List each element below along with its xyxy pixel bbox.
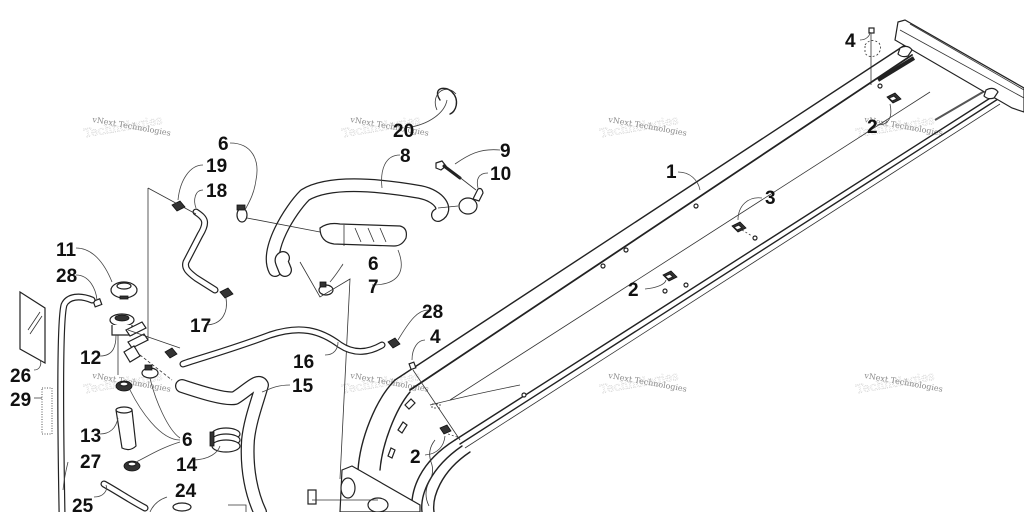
watermark: Technologies vNext Technologies <box>854 369 943 397</box>
hose-clip-10 <box>437 175 484 215</box>
callout-14[interactable]: 14 <box>176 455 198 476</box>
watermark: Technologies vNext Technologies <box>82 113 171 141</box>
callout-3[interactable]: 3 <box>765 188 776 209</box>
hose-sleeve-7 <box>319 222 407 247</box>
callout-11[interactable]: 11 <box>56 240 77 261</box>
callout-7[interactable]: 7 <box>368 277 379 298</box>
callout-26[interactable]: 26 <box>10 366 31 387</box>
callout-9[interactable]: 9 <box>500 141 511 162</box>
callout-2[interactable]: 2 <box>410 447 421 468</box>
callout-6[interactable]: 6 <box>218 134 229 155</box>
leader-lines <box>33 31 892 512</box>
watermark: Technologies vNext Technologies <box>598 369 687 397</box>
callout-2[interactable]: 2 <box>628 280 639 301</box>
tube-25 <box>100 480 149 512</box>
callout-4[interactable]: 4 <box>845 31 856 52</box>
screw-4-low <box>408 361 461 441</box>
callout-20[interactable]: 20 <box>393 121 414 142</box>
clip-nut-2-mid <box>662 270 678 282</box>
hose-spring-14 <box>209 427 241 453</box>
hose-clamp-6-b <box>299 261 351 480</box>
screw-4-top <box>864 27 881 85</box>
callout-13[interactable]: 13 <box>80 426 101 447</box>
hose-clamp-6-e <box>123 460 141 472</box>
hose-clamp-6-d <box>115 380 133 392</box>
callout-16[interactable]: 16 <box>293 352 314 373</box>
clamp-28-right <box>387 337 401 349</box>
callout-8[interactable]: 8 <box>400 146 411 167</box>
hose-13 <box>115 406 137 451</box>
tunnel-cooler-rail <box>307 19 1024 512</box>
hose-18 <box>182 208 219 294</box>
callout-25[interactable]: 25 <box>72 496 94 512</box>
callout-17[interactable]: 17 <box>190 316 211 337</box>
callout-27[interactable]: 27 <box>80 452 101 473</box>
callout-labels: 1 2 2 2 3 4 4 6 6 6 7 8 9 10 11 12 13 14… <box>10 31 878 512</box>
hose-clamp-6-a <box>236 204 321 233</box>
bleed-hose-16 <box>179 326 386 368</box>
callout-4[interactable]: 4 <box>430 327 441 348</box>
callout-1[interactable]: 1 <box>666 162 677 183</box>
clip-nut-2-low <box>439 424 461 439</box>
callout-15[interactable]: 15 <box>292 376 314 397</box>
clip-nut-3 <box>731 221 753 237</box>
fitting-24 <box>172 502 247 512</box>
callout-2[interactable]: 2 <box>867 117 878 138</box>
overflow-hose-27 <box>57 293 96 512</box>
clamp-17 <box>164 347 178 359</box>
callout-28[interactable]: 28 <box>56 266 77 287</box>
callout-28[interactable]: 28 <box>422 302 443 323</box>
callout-6[interactable]: 6 <box>182 430 193 451</box>
clamp-17-top <box>219 287 234 299</box>
coolant-hose-15 <box>175 375 269 512</box>
hose-clamp-band-20 <box>434 87 458 115</box>
callout-19[interactable]: 19 <box>206 156 227 177</box>
callout-24[interactable]: 24 <box>175 481 197 502</box>
callout-18[interactable]: 18 <box>206 181 227 202</box>
cap-screw-9 <box>435 160 462 180</box>
callout-12[interactable]: 12 <box>80 348 101 369</box>
watermark: Technologies vNext Technologies <box>340 113 429 141</box>
clamp-19 <box>147 187 197 215</box>
callout-29[interactable]: 29 <box>10 390 31 411</box>
spring-29 <box>41 387 53 435</box>
decal-26 <box>19 290 46 365</box>
hose-clamp-6-c <box>141 364 159 379</box>
coolant-hose-8 <box>265 178 450 277</box>
callout-10[interactable]: 10 <box>490 164 511 185</box>
clip-nut-2-top <box>886 92 902 104</box>
watermark: Technologies vNext Technologies <box>598 113 687 141</box>
radiator-cap-11 <box>110 281 138 300</box>
watermarks: Technologies vNext Technologies Technolo… <box>82 113 943 397</box>
filler-neck-12 <box>109 313 181 381</box>
callout-6[interactable]: 6 <box>368 254 379 275</box>
